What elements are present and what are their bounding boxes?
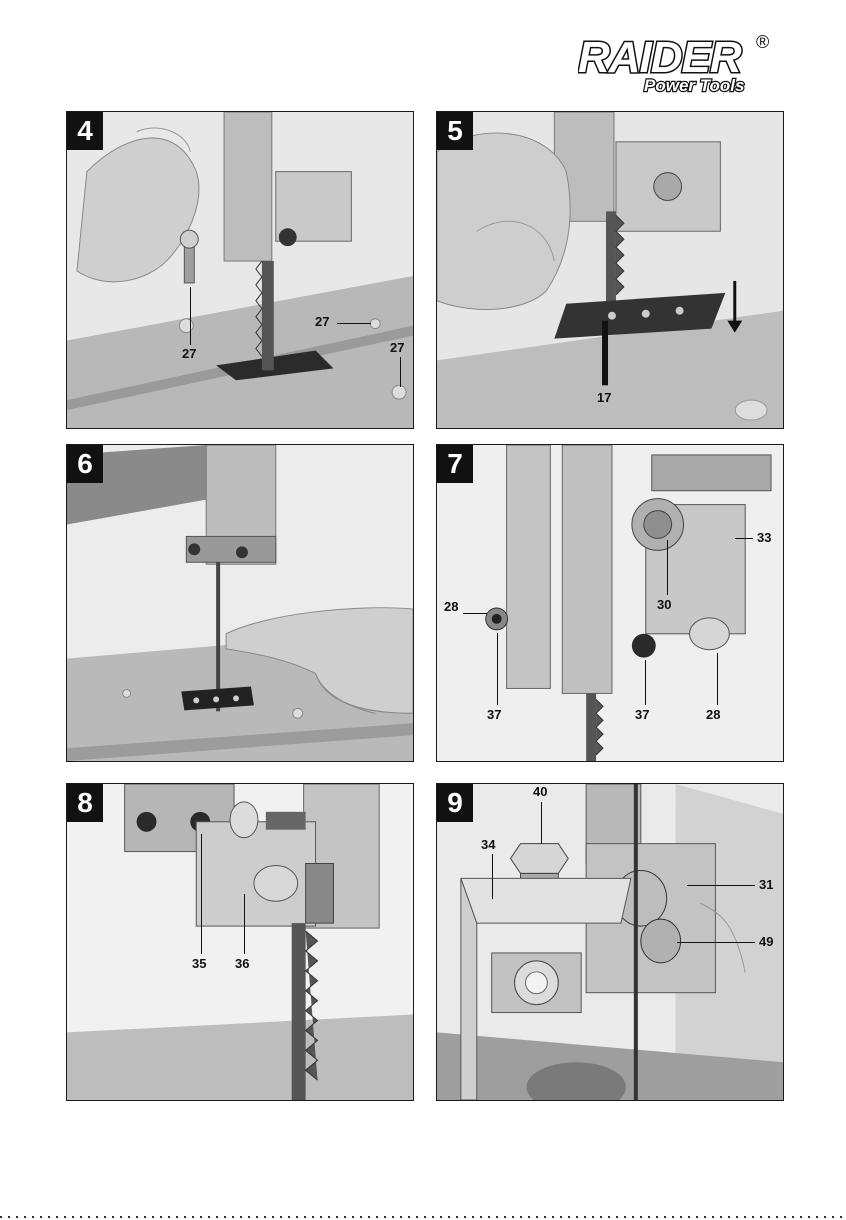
- callout-label: 34: [481, 838, 495, 852]
- figure-6-photo: [67, 445, 413, 761]
- figure-5-photo: [437, 112, 783, 428]
- figure-number: 7: [437, 445, 473, 483]
- figure-number: 5: [437, 112, 473, 150]
- figure-number: 9: [437, 784, 473, 822]
- figure-4-panel: 4 27 27 27: [66, 111, 414, 429]
- figure-8-panel: 8 35 36: [66, 783, 414, 1101]
- figure-number: 4: [67, 112, 103, 150]
- figure-4-photo: [67, 112, 413, 428]
- figure-number: 8: [67, 784, 103, 822]
- callout-label: 40: [533, 785, 547, 799]
- figure-8-photo: [67, 784, 413, 1100]
- callout-label: 49: [759, 935, 773, 949]
- callout-label: 27: [315, 315, 329, 329]
- callout-label: 17: [597, 391, 611, 405]
- callout-label: 28: [444, 600, 458, 614]
- callout-label: 27: [182, 347, 196, 361]
- figure-number: 6: [67, 445, 103, 483]
- callout-label: 37: [487, 708, 501, 722]
- svg-text:RAIDER: RAIDER: [578, 33, 742, 82]
- figure-9-panel: 9 40 34 31 49: [436, 783, 784, 1101]
- callout-label: 36: [235, 957, 249, 971]
- brand-logo: RAIDER ® Power Tools: [578, 28, 778, 96]
- callout-label: 33: [757, 531, 771, 545]
- callout-label: 30: [657, 598, 671, 612]
- callout-label: 37: [635, 708, 649, 722]
- svg-text:®: ®: [756, 32, 769, 52]
- callout-label: 28: [706, 708, 720, 722]
- callout-label: 35: [192, 957, 206, 971]
- callout-label: 31: [759, 878, 773, 892]
- page-bottom-rule: [0, 1216, 846, 1218]
- figure-5-panel: 5 17: [436, 111, 784, 429]
- figure-6-panel: 6: [66, 444, 414, 762]
- figure-7-panel: 7 33 30 28 37 37 28: [436, 444, 784, 762]
- callout-label: 27: [390, 341, 404, 355]
- svg-text:Power Tools: Power Tools: [644, 76, 744, 95]
